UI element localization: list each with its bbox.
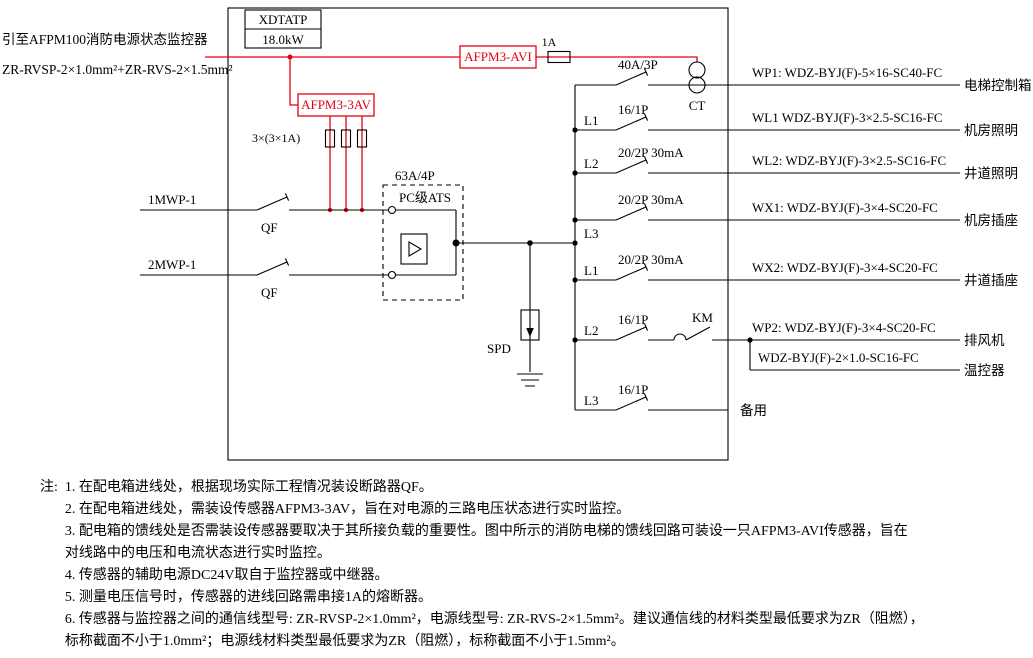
branch-3-breaker-label: 20/2P 30mA [618,145,684,160]
branch-2-phase-label: L1 [584,113,598,128]
note-item-5: 5. 测量电压信号时，传感器的进线回路需串接1A的熔断器。 [64,590,432,605]
spd-label: SPD [487,341,511,356]
source1-label: 1MWP-1 [148,192,196,207]
note-item-1: 1. 在配电箱进线处，根据现场实际工程情况装设断路器QF。 [64,480,433,495]
branch-machine-room-lighting: L1 16/1P WL1 WDZ-BYJ(F)-3×2.5-SC16-FC 机房… [575,102,1018,138]
feeder-sensor-label: AFPM3-AVI [464,49,532,64]
incoming-sensor-label: AFPM3-3AV [301,97,371,112]
branch-6-phase-label: L2 [584,323,598,338]
qf-switch-1 [256,192,290,211]
branch-exhaust-fan: L2 16/1P KM WP2: WDZ-BYJ(F)-3×4-SC20-FC … [575,310,1005,378]
monitor-link-label: 引至AFPM100消防电源状态监控器 [2,32,208,47]
monitor-cable-label: ZR-RVSP-2×1.0mm²+ZR-RVS-2×1.5mm² [2,62,233,77]
notes-list: 1. 在配电箱进线处，根据现场实际工程情况装设断路器QF。 2. 在配电箱进线处… [65,477,1025,653]
ats-rating-label: 63A/4P [395,168,435,183]
enclosure-outline [227,7,729,461]
notes-label: 注: [40,480,58,495]
incoming-fuses-label: 3×(3×1A) [252,131,300,145]
incoming-sensor: AFPM3-3AV [297,93,375,117]
feeder-sensor-fuse: 1A [542,35,571,64]
branch-5-load-label: 井道插座 [964,273,1018,288]
branch-5-phase-label: L1 [584,263,598,278]
ats: 63A/4P PC级ATS [382,168,464,301]
branch-7-phase-label: L3 [584,393,598,408]
feeder-fuse-label: 1A [542,35,557,49]
branch-shaft-lighting: L2 20/2P 30mA WL2: WDZ-BYJ(F)-3×2.5-SC16… [575,145,1018,181]
spd-arrow-icon [526,328,534,337]
source2-label: 2MWP-1 [148,257,196,272]
ct-icon [688,61,706,79]
incoming-circuit-1: 1MWP-1 QF [140,192,389,235]
note-item-6: 6. 传感器与监控器之间的通信线型号: ZR-RVSP-2×1.0mm²，电源线… [64,612,924,649]
branch-1-cable-label: WP1: WDZ-BYJ(F)-5×16-SC40-FC [752,65,942,80]
ats-type-label: PC级ATS [399,190,451,205]
ats-actuator-icon [408,241,423,257]
feeder-sensor: AFPM3-AVI [459,45,537,69]
branch-6-sub-load-label: 温控器 [964,363,1005,378]
branch-6-sub-cable-label: WDZ-BYJ(F)-2×1.0-SC16-FC [758,350,919,365]
panel-title-box: XDTATP 18.0kW [244,9,322,49]
breaker2-label: QF [261,285,278,300]
branch-4-cable-label: WX1: WDZ-BYJ(F)-3×4-SC20-FC [752,200,938,215]
branch-shaft-socket: L1 20/2P 30mA WX2: WDZ-BYJ(F)-3×4-SC20-F… [575,252,1018,288]
branch-elevator: 40A/3P CT WP1: WDZ-BYJ(F)-5×16-SC40-FC 电… [575,57,1032,113]
branch-1-breaker-label: 40A/3P [618,57,658,72]
branch-4-load-label: 机房插座 [964,213,1018,228]
ground-icon [517,373,543,387]
branch-4-breaker-label: 20/2P 30mA [618,192,684,207]
branch-6-cable-label: WP2: WDZ-BYJ(F)-3×4-SC20-FC [752,320,936,335]
branch-7-load-label: 备用 [740,402,767,418]
branch-1-load-label: 电梯控制箱 [964,78,1032,93]
qf-switch-2 [256,257,290,276]
panel-power: 18.0kW [262,32,304,47]
branch-5-cable-label: WX2: WDZ-BYJ(F)-3×4-SC20-FC [752,260,938,275]
branch-4-phase-label: L3 [584,226,598,241]
incoming-circuit-2: 2MWP-1 QF [140,257,389,300]
ct-icon [688,76,706,94]
branch-6-breaker-label: 16/1P [618,312,648,327]
branch-machine-room-socket: L3 20/2P 30mA WX1: WDZ-BYJ(F)-3×4-SC20-F… [575,192,1018,241]
spd: SPD [487,243,543,387]
note-item-2: 2. 在配电箱进线处，需装设传感器AFPM3-3AV，旨在对电源的三路电压状态进… [64,502,631,517]
branch-2-cable-label: WL1 WDZ-BYJ(F)-3×2.5-SC16-FC [752,110,943,125]
breaker1-label: QF [261,220,278,235]
note-item-3: 3. 配电箱的馈线处是否需装设传感器要取决于其所接负载的重要性。图中所示的消防电… [64,524,908,561]
note-item-4: 4. 传感器的辅助电源DC24V取自于监控器或中继器。 [64,568,389,583]
ct-label: CT [689,98,706,113]
branch-spare: L3 16/1P 备用 [575,382,767,418]
km-label: KM [692,310,713,325]
branch-2-load-label: 机房照明 [964,123,1018,138]
branch-5-breaker-label: 20/2P 30mA [618,252,684,267]
branch-6-load-label: 排风机 [964,333,1005,348]
branch-7-breaker-label: 16/1P [618,382,648,397]
distribution-schematic: XDTATP 18.0kW 引至AFPM100消防电源状态监控器 ZR-RVSP… [2,7,1032,461]
branch-2-breaker-label: 16/1P [618,102,648,117]
branch-3-cable-label: WL2: WDZ-BYJ(F)-3×2.5-SC16-FC [752,153,946,168]
feeder-line [456,240,575,246]
panel-code: XDTATP [259,12,308,27]
branch-3-load-label: 井道照明 [964,166,1018,181]
branch-3-phase-label: L2 [584,156,598,171]
incoming-sensor-fuses: 3×(3×1A) [252,129,368,148]
monitor-link: 引至AFPM100消防电源状态监控器 ZR-RVSP-2×1.0mm²+ZR-R… [2,32,233,77]
main-bus [572,85,578,410]
notes-section: 注: 1. 在配电箱进线处，根据现场实际工程情况装设断路器QF。 2. 在配电箱… [40,477,1025,653]
km-contactor [673,326,711,341]
